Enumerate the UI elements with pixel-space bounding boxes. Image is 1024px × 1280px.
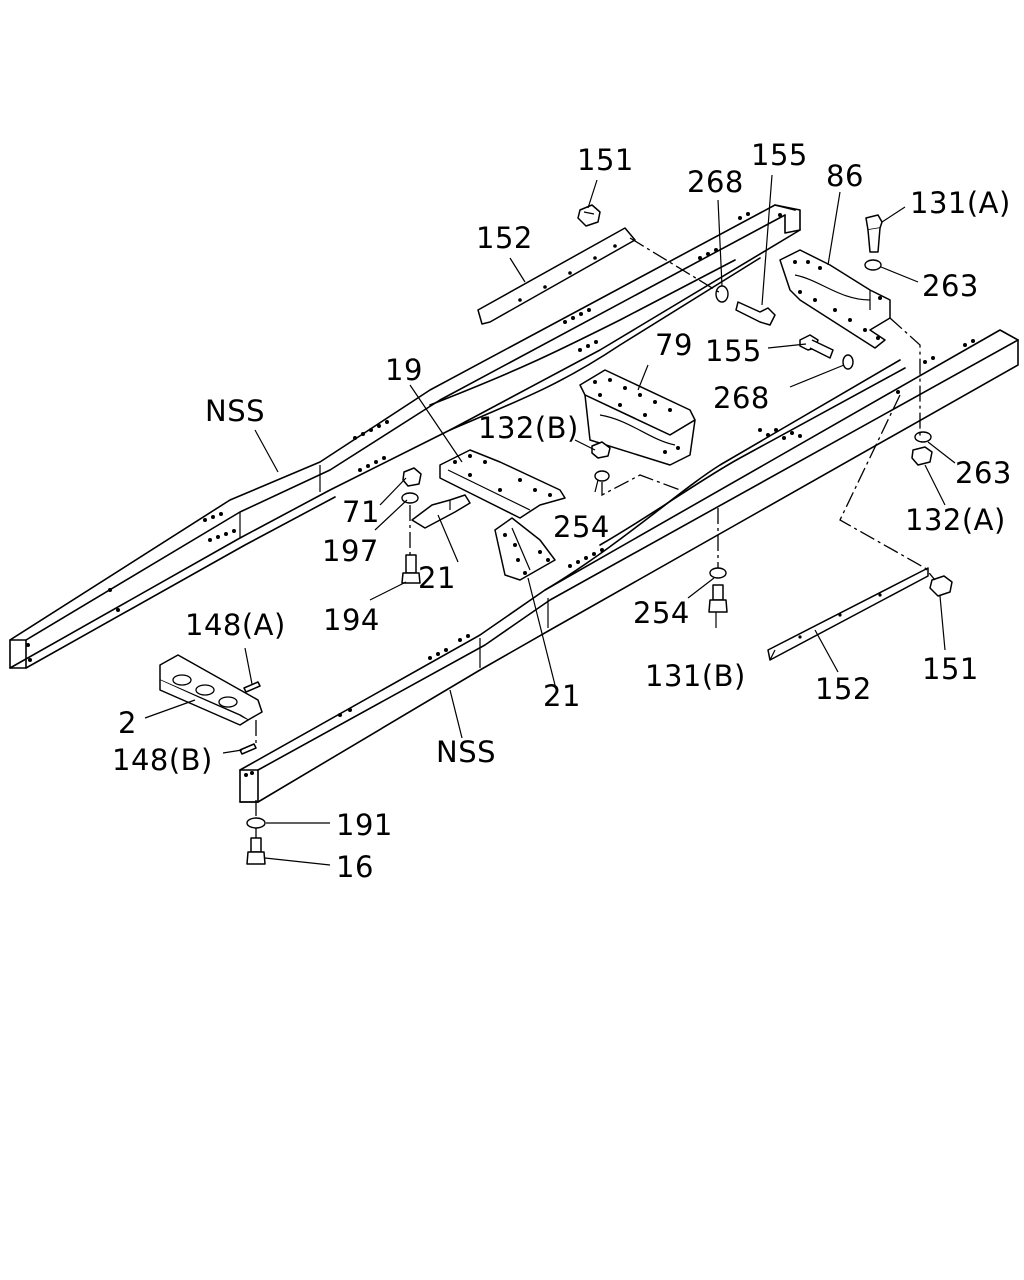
- pin-148a[interactable]: [243, 681, 261, 693]
- label-254-lower: 254: [633, 596, 690, 630]
- nut-151-upper[interactable]: [577, 204, 601, 227]
- label-148a: 148(A): [185, 608, 286, 642]
- washer-263-upper[interactable]: [864, 259, 882, 271]
- label-2: 2: [118, 706, 137, 740]
- bolt-155-lower[interactable]: [799, 334, 834, 359]
- label-254-upper: 254: [553, 510, 610, 544]
- label-79: 79: [655, 328, 693, 362]
- washer-268-upper[interactable]: [715, 285, 729, 303]
- label-268-upper: 268: [687, 165, 744, 199]
- bracket-2[interactable]: [159, 654, 263, 726]
- bolt-155-upper[interactable]: [735, 301, 776, 326]
- label-132b: 132(B): [478, 411, 579, 445]
- assembly-centerlines: [255, 237, 936, 838]
- crossmember-86[interactable]: [779, 249, 891, 349]
- pin-148b[interactable]: [239, 743, 257, 755]
- gusset-21-lower[interactable]: [494, 517, 556, 581]
- washer-268-lower[interactable]: [842, 354, 854, 370]
- label-nss-upper: NSS: [205, 394, 265, 428]
- label-86: 86: [826, 159, 864, 193]
- label-131b: 131(B): [645, 659, 746, 693]
- label-197: 197: [322, 534, 379, 568]
- bolt-16[interactable]: [246, 837, 266, 865]
- label-191: 191: [336, 808, 393, 842]
- label-152-lower: 152: [815, 672, 872, 706]
- nut-132b[interactable]: [591, 441, 611, 459]
- washer-197[interactable]: [401, 492, 419, 504]
- reinforcement-152-upper[interactable]: [477, 227, 636, 325]
- reinforcement-152-lower[interactable]: [767, 567, 929, 661]
- crossmember-79[interactable]: [579, 369, 696, 466]
- label-194: 194: [323, 603, 380, 637]
- right-side-rail[interactable]: [239, 329, 1019, 803]
- label-16: 16: [336, 850, 374, 884]
- label-131a: 131(A): [910, 186, 1011, 220]
- label-151-upper: 151: [577, 143, 634, 177]
- label-151-lower: 151: [922, 652, 979, 686]
- label-148b: 148(B): [112, 743, 213, 777]
- left-side-rail[interactable]: [9, 204, 801, 669]
- bolt-194[interactable]: [401, 554, 421, 584]
- label-155-upper: 155: [751, 138, 808, 172]
- label-263-lower: 263: [955, 456, 1012, 490]
- nut-71[interactable]: [402, 467, 422, 487]
- washer-191[interactable]: [246, 817, 266, 829]
- washer-254-upper[interactable]: [594, 470, 610, 482]
- label-263-upper: 263: [922, 269, 979, 303]
- label-nss-lower: NSS: [436, 735, 496, 769]
- part-labels: 151 152 268 155 86 131(A) 263 155 79 268…: [112, 138, 1012, 884]
- label-21-upper: 21: [418, 561, 456, 595]
- gusset-21-upper[interactable]: [411, 494, 471, 529]
- bolt-131b[interactable]: [708, 584, 728, 613]
- washer-254-lower[interactable]: [709, 567, 727, 579]
- leader-lines: [144, 174, 956, 866]
- label-19: 19: [385, 353, 423, 387]
- label-71: 71: [342, 495, 380, 529]
- crossmember-19[interactable]: [439, 449, 566, 519]
- label-152-upper: 152: [476, 221, 533, 255]
- washer-263-lower[interactable]: [914, 431, 932, 443]
- label-21-lower: 21: [543, 679, 581, 713]
- label-268-lower: 268: [713, 381, 770, 415]
- label-132a: 132(A): [905, 503, 1006, 537]
- label-155-lower: 155: [705, 334, 762, 368]
- bolt-131a[interactable]: [865, 214, 883, 253]
- nut-132a[interactable]: [911, 446, 933, 466]
- nut-151-lower[interactable]: [929, 575, 953, 597]
